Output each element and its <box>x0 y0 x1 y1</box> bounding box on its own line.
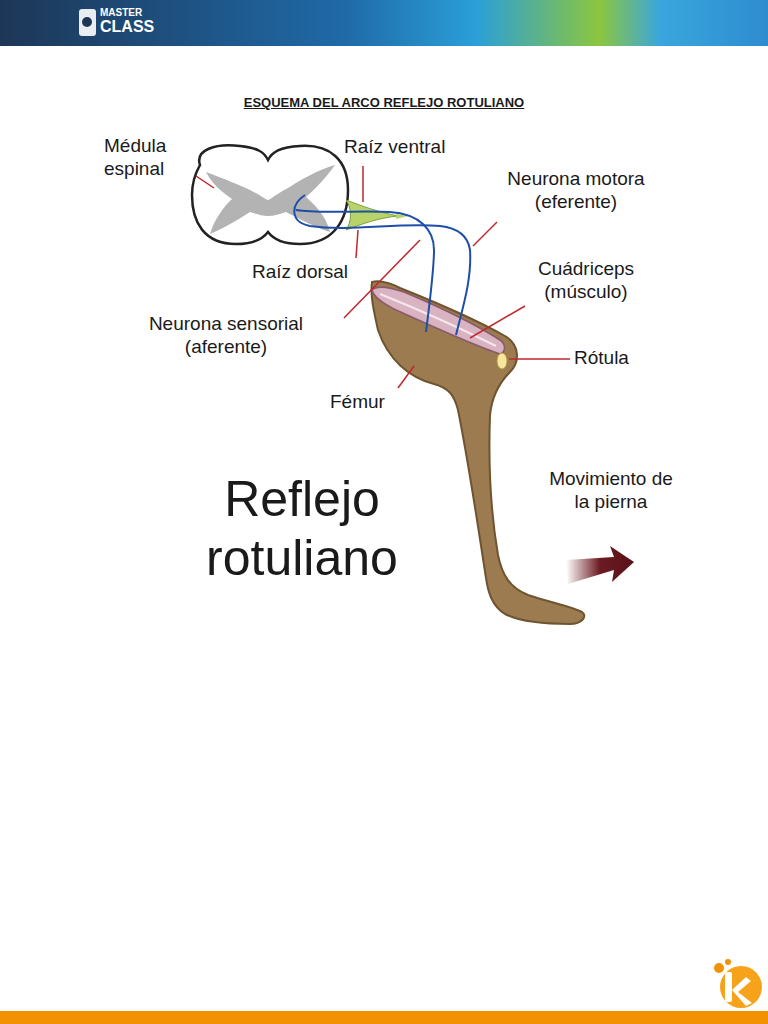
logo-icon <box>79 9 96 36</box>
spinal-cord <box>192 145 348 244</box>
logo-text: CLASS <box>100 19 170 35</box>
part-label: Movimiento de la pierna <box>549 467 674 513</box>
leg <box>371 281 584 624</box>
page-title: ESQUEMA DEL ARCO REFLEJO ROTULIANO <box>174 95 594 111</box>
part-label: Rótula <box>574 346 664 369</box>
part-label: Neurona motora (eferente) <box>476 167 676 213</box>
quadriceps <box>372 287 505 354</box>
patella <box>497 353 507 369</box>
part-label: Fémur <box>330 390 410 413</box>
part-label: Cuádriceps (músculo) <box>519 257 654 303</box>
movement-arrow <box>566 546 634 584</box>
footer-logo <box>714 959 762 1008</box>
caption-text: Reflejo rotuliano <box>177 470 427 588</box>
part-label: Raíz dorsal <box>252 260 372 283</box>
logo-text: MASTER <box>100 8 160 18</box>
gray-matter <box>206 165 335 234</box>
header-bar <box>0 0 768 46</box>
part-label: Raíz ventral <box>344 135 474 158</box>
part-label: Neurona sensorial (aferente) <box>119 312 334 358</box>
footer-bar <box>0 1011 768 1024</box>
part-label: Médula espinal <box>104 134 196 180</box>
